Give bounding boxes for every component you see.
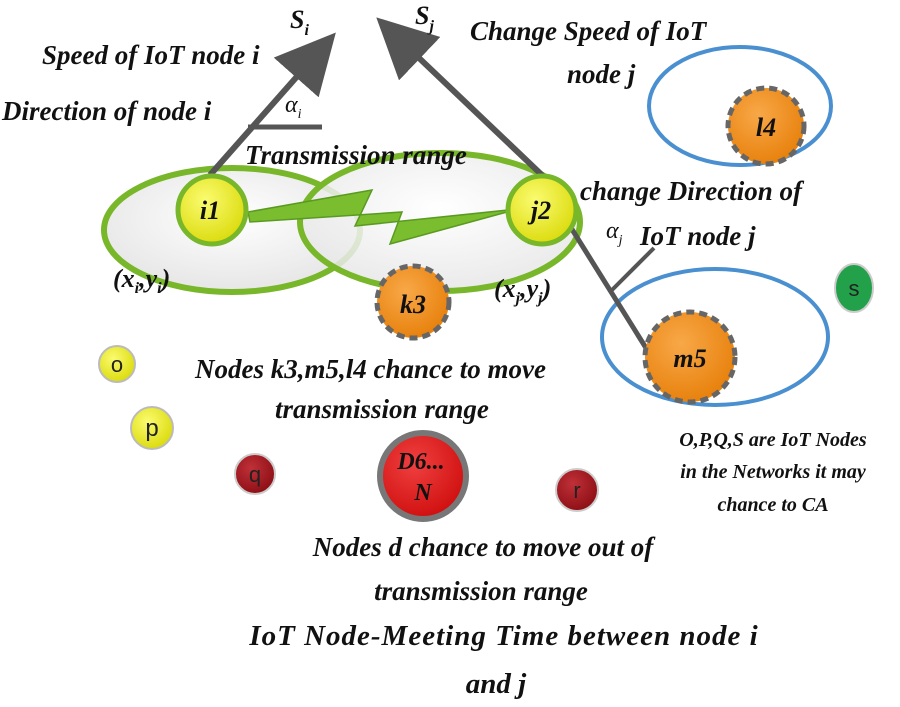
node-k3-label: k3 [400,290,426,319]
node-d6-label-line2: N [413,480,433,506]
label-iot-nodes-line3: chance to CA [717,494,828,516]
node-o-label: o [111,352,123,377]
node-m5-label: m5 [673,344,706,373]
label-speed-i: Speed of IoT node i [42,40,260,70]
node-l4-label: l4 [756,113,776,142]
wireless-link-bolt [247,189,519,246]
range-ellipse-m5 [600,267,830,407]
node-d6 [377,430,469,522]
node-p-label: p [145,415,158,442]
label-nodes-d-line1: Nodes d chance to move out of [312,532,656,562]
label-nodes-move-line2: transmission range [275,394,489,424]
angle-line-j [610,246,656,292]
label-change-direction-j-line1: change Direction of [580,176,805,206]
node-i1-label: i1 [200,196,220,225]
coord-i: (xi,yi) [113,264,170,297]
label-iot-nodes-line1: O,P,Q,S are IoT Nodes [679,429,867,451]
node-q [234,453,276,495]
coord-j: (xj,yj) [494,274,551,307]
node-q-label: q [249,462,261,487]
node-d6-label-line1: D6... [396,449,444,475]
range-ellipse-l4 [647,45,833,167]
label-change-speed-j-line1: Change Speed of IoT [470,16,708,46]
node-l4 [725,85,807,167]
node-j2 [505,173,579,247]
symbol-alpha-i: αi [285,92,302,122]
label-transmission-range: Transmission range [245,140,467,170]
node-i1 [175,173,249,247]
node-s-label: s [849,276,860,301]
speed-arrow-i [207,32,336,177]
node-r [555,468,599,512]
label-iot-nodes-line2: in the Networks it may [680,461,866,483]
symbol-s-j: Sj [415,1,434,35]
node-j2-label: j2 [527,196,551,225]
label-nodes-move-line1: Nodes k3,m5,l4 chance to move [194,354,546,384]
node-s [834,263,874,313]
node-k3 [374,263,452,341]
node-o [98,345,136,383]
node-m5 [642,309,738,405]
symbol-s-i: Si [290,5,309,39]
caption-line1: IoT Node-Meeting Time between node i [248,620,758,652]
speed-arrow-j [376,17,546,179]
label-change-speed-j-line2: node j [567,59,636,89]
symbol-alpha-j: αj [606,218,623,248]
label-nodes-d-line2: transmission range [374,576,588,606]
label-direction-i: Direction of node i [1,96,212,126]
caption-line2: and j [466,668,527,700]
label-change-direction-j-line2: IoT node j [639,221,756,251]
node-r-label: r [573,478,580,503]
node-p [130,406,174,450]
